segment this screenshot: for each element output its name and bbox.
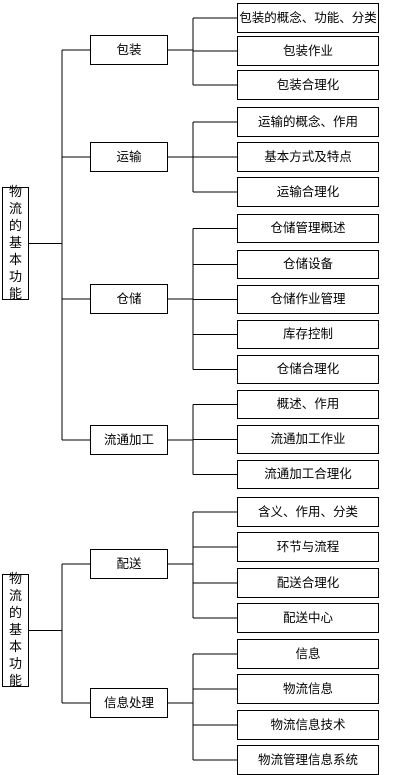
leaf-node: 仓储作业管理 [237,285,379,314]
root-node-char: 物 [8,572,22,587]
root-node-char: 的 [8,606,22,621]
leaf-node: 运输合理化 [237,177,379,207]
branch-node: 信息处理 [90,688,168,718]
leaf-node: 含义、作用、分类 [237,497,379,527]
root-node-char: 本 [8,253,22,268]
leaf-node: 信息 [237,639,379,669]
leaf-node: 物流管理信息系统 [237,745,379,775]
leaf-node: 配送中心 [237,603,379,633]
root-node-char: 功 [8,270,22,285]
root-node: 物流的基本功能 [2,572,29,689]
leaf-node: 基本方式及特点 [237,142,379,172]
leaf-node: 包装的概念、功能、分类 [237,3,379,33]
leaf-node: 环节与流程 [237,532,379,562]
root-node-char: 能 [8,674,22,689]
branch-node: 运输 [90,142,168,172]
leaf-node: 物流信息 [237,674,379,704]
leaf-node: 概述、作用 [237,390,379,419]
root-node-char: 本 [8,640,22,655]
leaf-node: 流通加工作业 [237,425,379,454]
root-node-char: 的 [8,219,22,234]
leaf-node: 配送合理化 [237,568,379,598]
root-node-char: 能 [8,287,22,302]
leaf-node: 运输的概念、作用 [237,107,379,137]
leaf-node: 仓储合理化 [237,355,379,384]
leaf-node: 仓储管理概述 [237,214,379,243]
leaf-node: 包装作业 [237,36,379,66]
root-node-char: 物 [8,185,22,200]
leaf-node: 仓储设备 [237,250,379,279]
root-node-char: 流 [8,202,22,217]
branch-node: 仓储 [90,284,168,314]
leaf-node: 流通加工合理化 [237,460,379,489]
root-node-char: 功 [8,657,22,672]
leaf-node: 包装合理化 [237,70,379,100]
branch-node: 包装 [90,35,168,65]
branch-node: 流通加工 [90,425,168,455]
root-node: 物流的基本功能 [2,185,29,302]
root-node-char: 基 [8,623,22,638]
leaf-node: 库存控制 [237,320,379,349]
root-node-char: 基 [8,236,22,251]
root-node-char: 流 [8,589,22,604]
branch-node: 配送 [90,549,168,579]
leaf-node: 物流信息技术 [237,710,379,740]
